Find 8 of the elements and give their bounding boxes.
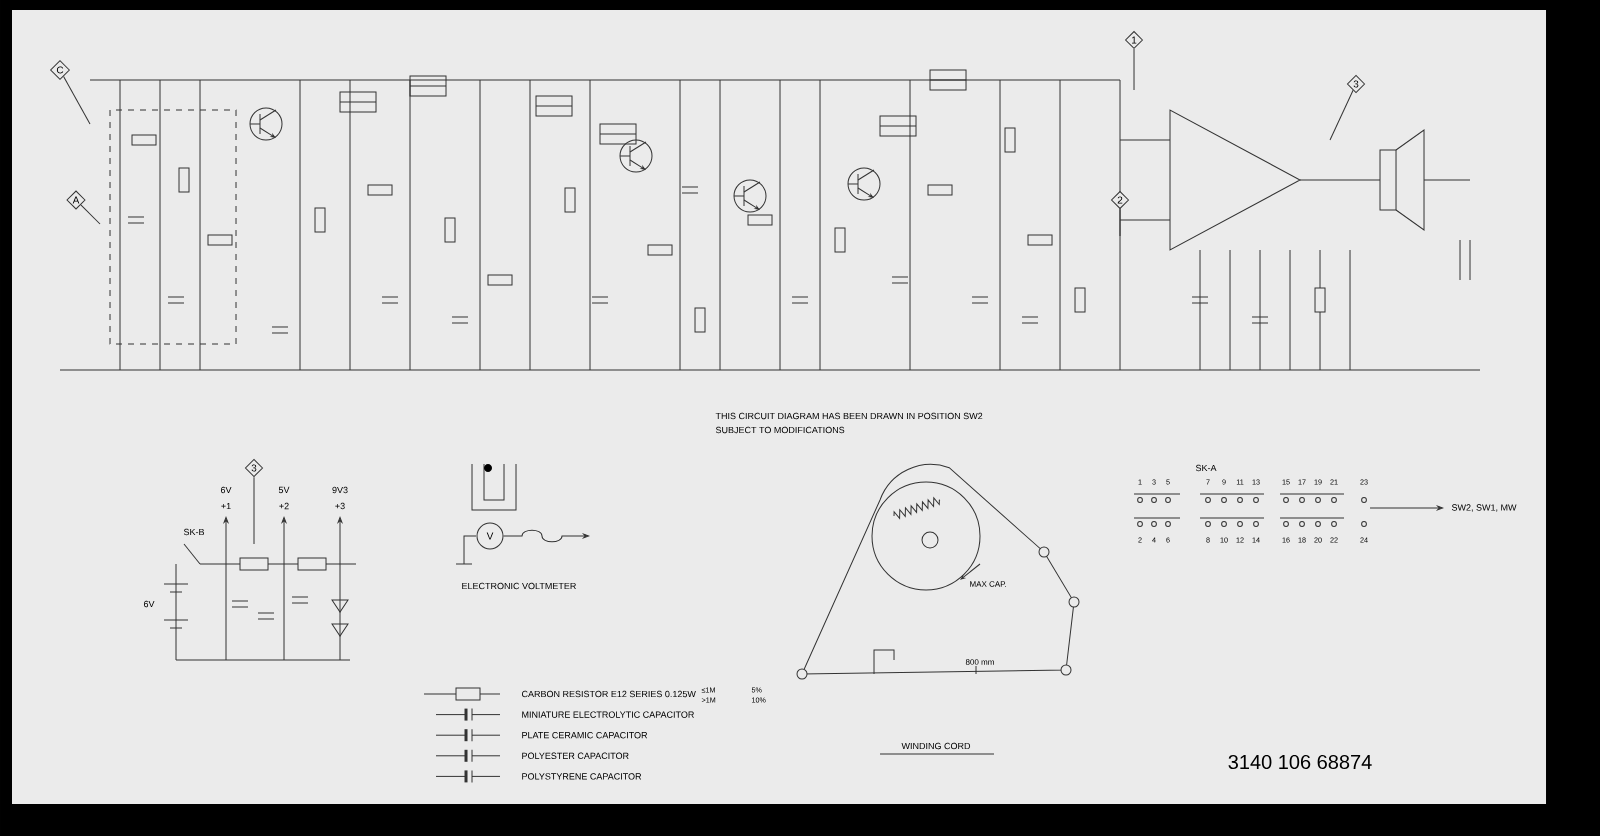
part-number: 3140 106 68874 [1228,754,1372,770]
wire [1133,48,1135,91]
wire [1119,208,1121,237]
wire [80,204,101,225]
wire [63,75,91,125]
wire [1329,89,1354,141]
wire [253,476,255,545]
wire [503,529,590,543]
